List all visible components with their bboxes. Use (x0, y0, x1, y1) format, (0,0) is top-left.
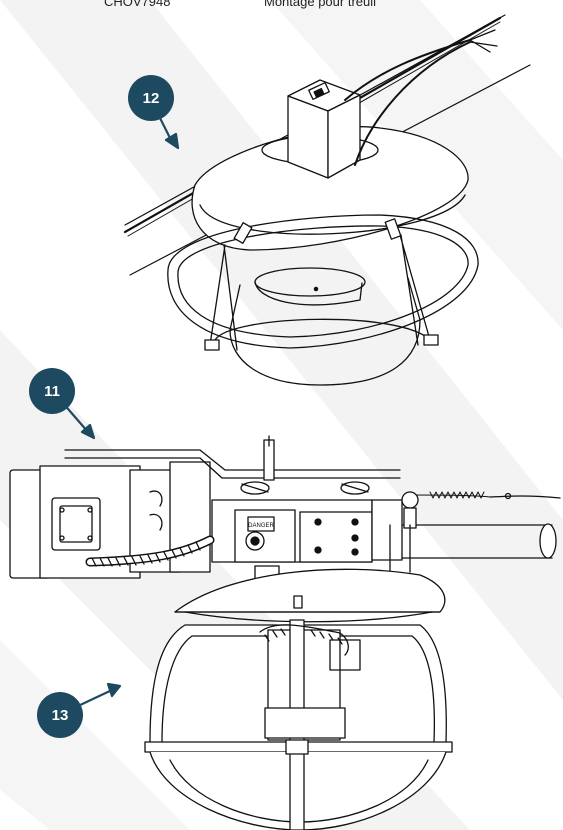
callout-arrows (60, 108, 180, 708)
callout-11: 11 (29, 368, 75, 414)
page-header: CHOV7948 Montage pour treuil (0, 0, 563, 14)
upper-fixture (123, 14, 531, 386)
callout-12: 12 (128, 75, 174, 121)
arrow-12-head (164, 132, 180, 150)
stripe-4 (0, 640, 190, 830)
danger-label: DANGER (248, 523, 274, 529)
arrow-13 (76, 688, 114, 708)
callout-13: 13 (37, 692, 83, 738)
arrow-13-head (106, 682, 122, 698)
product-description: Montage pour treuil (264, 0, 377, 9)
arrow-11-head (80, 423, 96, 440)
lower-fixture: DANGER (9, 435, 561, 830)
product-code: CHOV7948 (104, 0, 171, 9)
